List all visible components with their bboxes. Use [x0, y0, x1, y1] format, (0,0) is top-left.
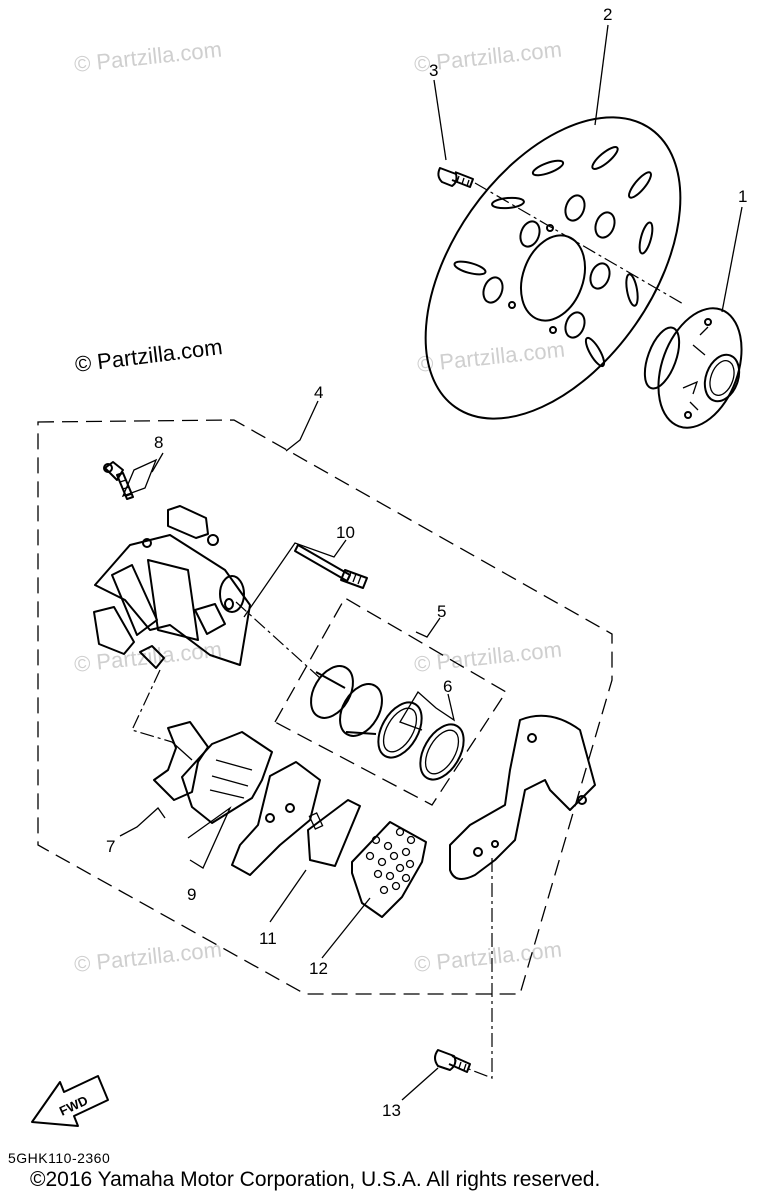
- callout-8: 8: [154, 433, 163, 452]
- brake-pad: [181, 731, 321, 876]
- callout-3: 3: [429, 61, 438, 80]
- pad-spring-clip: [153, 721, 209, 801]
- bracket-bolt-centerline: [465, 858, 493, 1079]
- watermark: © Partzilla.com: [416, 337, 566, 377]
- diagram-code: 5GHK110-2360: [8, 1150, 111, 1166]
- caliper-centerline: [235, 601, 321, 679]
- disc-bolt: [437, 167, 474, 188]
- piston-kit-outline: [274, 597, 507, 806]
- bracket-bolt: [434, 1049, 471, 1073]
- brake-caliper: [93, 505, 251, 669]
- watermark: © Partzilla.com: [73, 937, 223, 977]
- bracket-centerline: [131, 669, 173, 743]
- caliper-bracket: [449, 714, 596, 880]
- callout-1: 1: [738, 187, 747, 206]
- watermark: © Partzilla.com: [73, 37, 223, 77]
- callout-10: 10: [336, 523, 355, 542]
- watermarks: © Partzilla.com © Partzilla.com © Partzi…: [73, 37, 566, 977]
- leader-lines: [119, 24, 743, 1101]
- callout-2: 2: [603, 5, 612, 24]
- callout-4: 4: [314, 383, 323, 402]
- callout-12: 12: [309, 959, 328, 978]
- callout-13: 13: [382, 1101, 401, 1120]
- pad-insulator: [351, 821, 427, 918]
- callout-5: 5: [437, 602, 446, 621]
- copyright-notice: ©2016 Yamaha Motor Corporation, U.S.A. A…: [30, 1168, 601, 1191]
- partzilla-label: © Partzilla.com: [74, 334, 224, 377]
- caliper-piston: [310, 665, 383, 737]
- fwd-arrow-icon: FWD: [31, 1075, 109, 1127]
- bleed-screw: [103, 458, 158, 500]
- disc-centerline: [474, 182, 686, 306]
- caliper-assembly-outline: [37, 419, 613, 995]
- watermark: © Partzilla.com: [413, 637, 563, 677]
- callout-numbers: 1 2 3 4 5 6 7 8 9 10 11 12 13: [106, 5, 747, 1120]
- pad-shim: [307, 799, 361, 867]
- wheel-hub: [643, 307, 743, 429]
- fwd-label: FWD: [57, 1093, 90, 1119]
- callout-11: 11: [259, 929, 277, 948]
- callout-9: 9: [187, 885, 196, 904]
- slide-pin: [294, 544, 368, 589]
- callout-7: 7: [106, 837, 115, 856]
- callout-6: 6: [443, 677, 452, 696]
- piston-seals: [377, 701, 465, 781]
- watermark: © Partzilla.com: [413, 937, 563, 977]
- watermark: © Partzilla.com: [73, 637, 223, 677]
- brake-disc: [424, 116, 682, 420]
